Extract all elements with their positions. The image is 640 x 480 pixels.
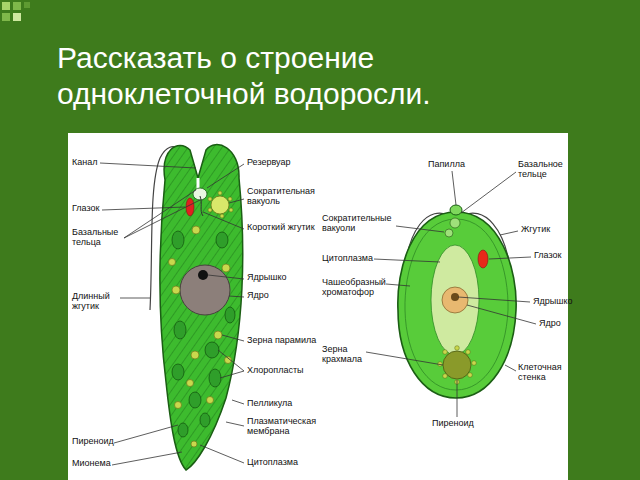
nucleus bbox=[180, 265, 230, 315]
part-label: Мионема bbox=[72, 459, 111, 469]
part-label: Пиреноид bbox=[432, 419, 474, 429]
short-flagellum bbox=[200, 196, 203, 216]
nucleolus bbox=[451, 293, 459, 301]
part-label: Ядро bbox=[539, 319, 561, 329]
membrane bbox=[405, 219, 508, 390]
starch-grains bbox=[438, 346, 477, 385]
part-label: Пелликула bbox=[247, 399, 292, 409]
eyespot bbox=[186, 198, 194, 216]
part-label: Чашеобразный хроматофор bbox=[322, 278, 394, 298]
part-label: Резервуар bbox=[247, 158, 290, 168]
part-label: Зерна крахмала bbox=[322, 345, 366, 365]
cell-wall bbox=[398, 212, 516, 398]
part-label: Ядро bbox=[247, 291, 269, 301]
part-label: Сократительные вакуоли bbox=[322, 214, 396, 234]
part-label: Сократительная вакуоль bbox=[247, 187, 329, 207]
vacuole-droplets bbox=[208, 191, 233, 218]
eyespot bbox=[478, 250, 488, 268]
part-label: Хлоропласты bbox=[247, 366, 304, 376]
cytoplasm bbox=[431, 245, 479, 355]
euglena-body bbox=[160, 145, 243, 470]
part-label: Длинный жгутик bbox=[72, 292, 122, 312]
part-label: Жгутик bbox=[521, 225, 550, 235]
pyrenoid bbox=[443, 351, 471, 379]
leader-lines bbox=[366, 171, 536, 417]
part-label: Плазматическая мембрана bbox=[247, 417, 331, 437]
corner-squares bbox=[2, 2, 30, 21]
part-label: Базальное тельце bbox=[518, 160, 568, 180]
part-label: Короткий жгутик bbox=[247, 223, 315, 233]
part-label: Цитоплазма bbox=[322, 254, 373, 264]
contractile-vacuole bbox=[211, 196, 229, 214]
part-label: Глазок bbox=[72, 204, 100, 214]
slide-title: Рассказать о строение одноклеточной водо… bbox=[57, 40, 497, 112]
contractile-vacuole bbox=[445, 229, 453, 237]
part-label: Глазок bbox=[534, 251, 562, 261]
chlamydomonas bbox=[398, 205, 516, 398]
part-label: Зерна парамила bbox=[247, 336, 316, 346]
part-label: Ядрышко bbox=[533, 297, 573, 307]
leader-lines bbox=[100, 163, 244, 465]
part-label: Канал bbox=[72, 158, 97, 168]
part-label: Папилла bbox=[428, 160, 465, 170]
contractile-vacuole bbox=[450, 218, 460, 228]
reservoir bbox=[193, 188, 207, 200]
part-label: Базальные тельца bbox=[72, 228, 124, 248]
euglena bbox=[150, 145, 243, 470]
part-label: Клеточная стенка bbox=[518, 363, 568, 383]
part-label: Ядрышко bbox=[247, 273, 287, 283]
nucleolus bbox=[198, 270, 208, 280]
part-label: Пиреноид bbox=[72, 437, 114, 447]
papilla bbox=[450, 205, 462, 215]
nucleus bbox=[442, 287, 468, 313]
chloroplasts bbox=[172, 231, 235, 437]
paramylon-grains bbox=[169, 226, 232, 447]
figure-panel bbox=[68, 133, 568, 480]
part-label: Цитоплазма bbox=[247, 458, 298, 468]
